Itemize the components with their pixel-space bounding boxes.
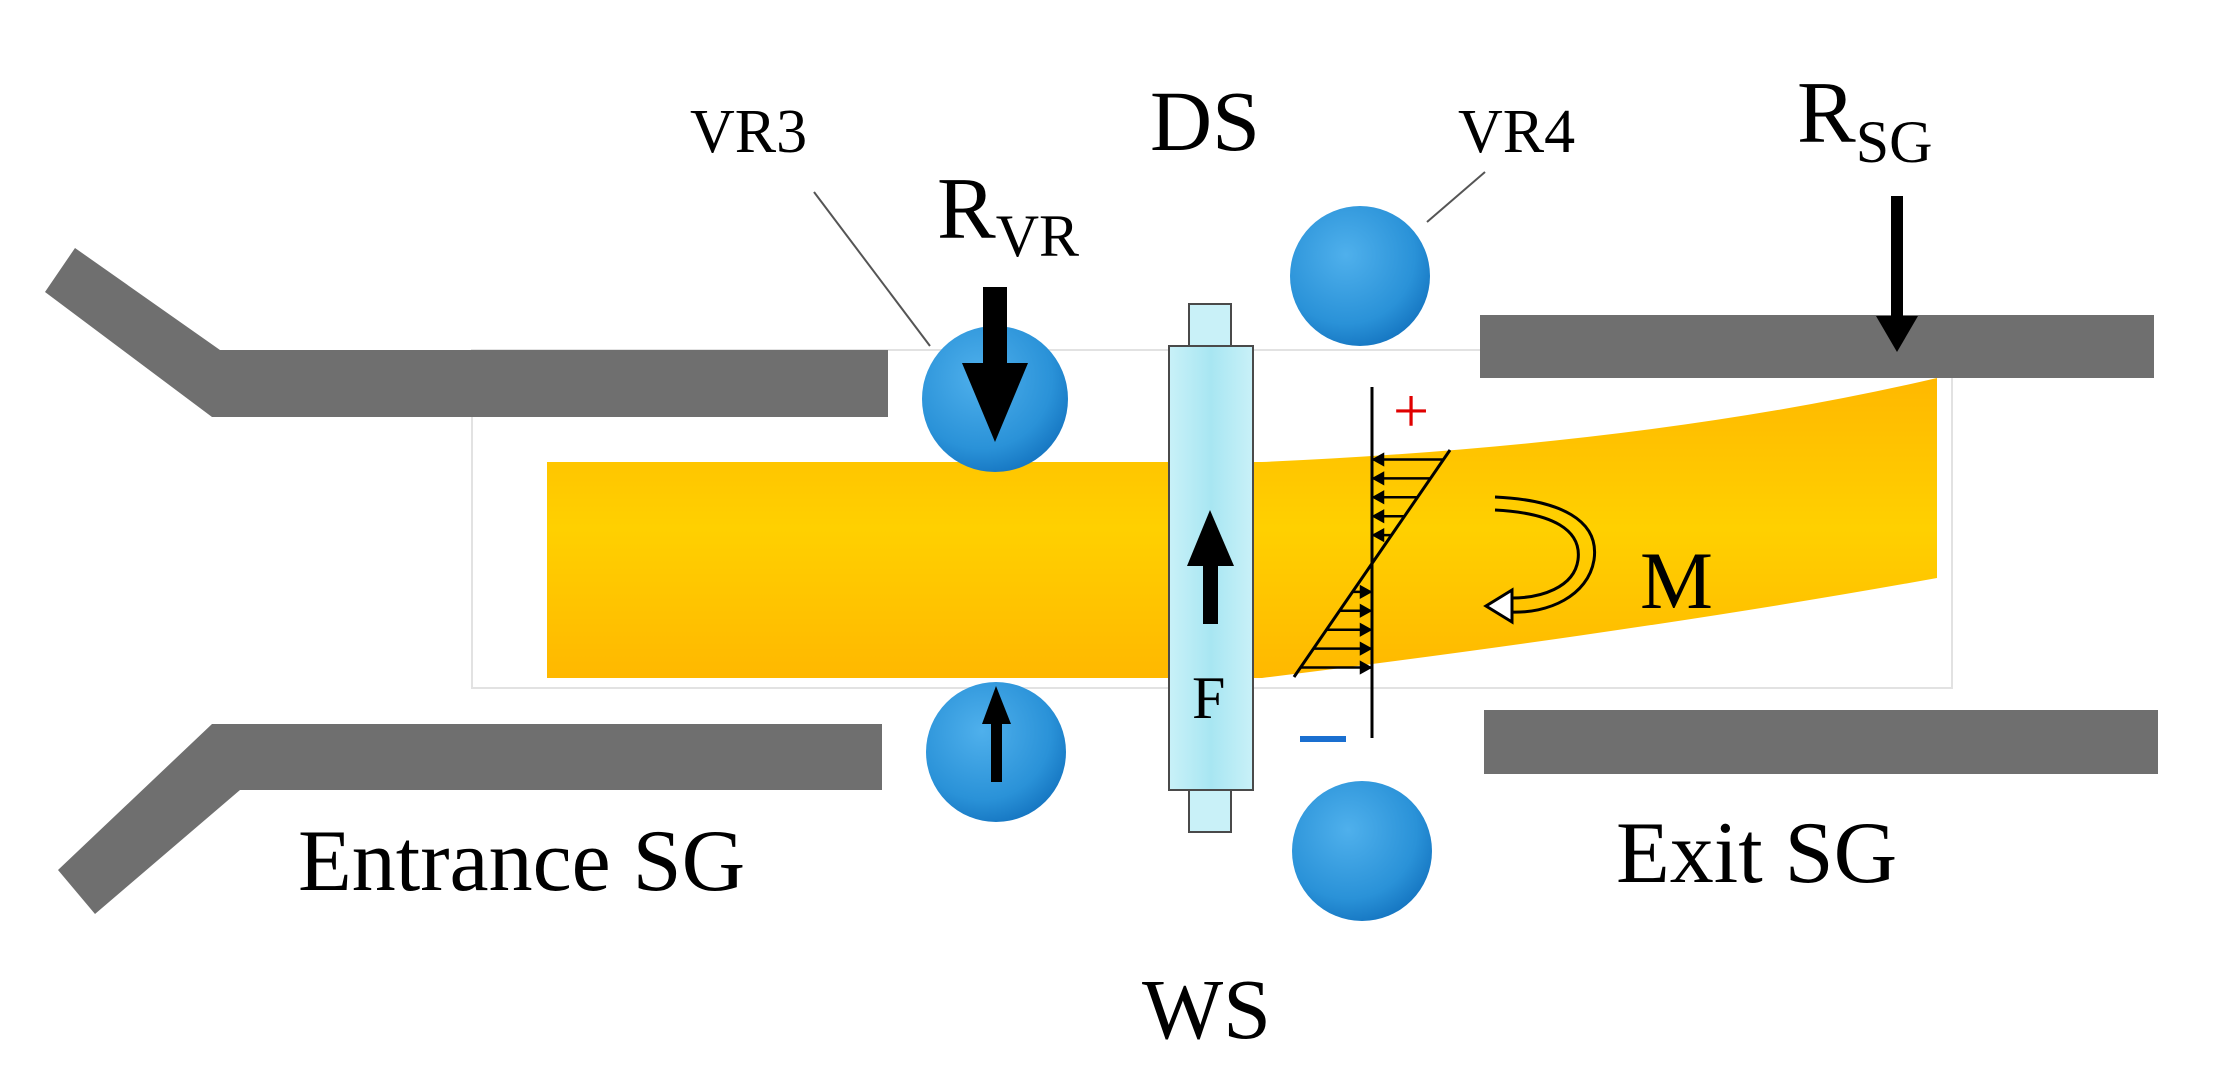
stress-arrowhead [1359, 584, 1373, 599]
exit-side-guide-top [1480, 315, 2154, 378]
plus-sign: + [1393, 375, 1429, 446]
r-sg-label: RSG [1797, 65, 1932, 175]
vr4-roller-bottom [1292, 781, 1432, 921]
entrance-side-guide-bottom [58, 724, 882, 914]
moment-label: M [1640, 535, 1713, 626]
ws-label: WS [1142, 961, 1271, 1057]
stress-arrowhead [1359, 622, 1373, 637]
entrance-side-guide-top [45, 248, 888, 417]
exit-side-guide-bottom [1484, 710, 2158, 774]
entrance-sg-label: Entrance SG [298, 813, 745, 910]
minus-sign-bar [1300, 736, 1346, 742]
exit-sg-label: Exit SG [1616, 805, 1897, 902]
edger-journal-top [1188, 303, 1232, 349]
stress-arrowhead [1371, 471, 1385, 486]
r-sg-arrow-icon [1876, 196, 1918, 352]
vr4-roller-top [1290, 206, 1430, 346]
vr3-bottom-arrow-icon [982, 686, 1011, 782]
stress-arrowhead [1371, 452, 1385, 467]
stress-arrowhead [1371, 490, 1385, 505]
edger-journal-bottom [1188, 789, 1232, 833]
stress-arrowhead [1371, 509, 1385, 524]
stress-arrowhead [1359, 660, 1373, 675]
vr4-leader-line [1426, 171, 1486, 223]
ds-label: DS [1150, 73, 1260, 169]
stress-arrowhead [1359, 641, 1373, 656]
stress-distribution [1292, 387, 1452, 738]
force-arrow-icon [1187, 510, 1234, 624]
stress-arrowhead [1359, 603, 1373, 618]
vr3-leader-line [813, 191, 931, 347]
force-label: F [1192, 665, 1225, 731]
r-vr-arrow-icon [962, 287, 1028, 442]
r-vr-label: RVR [937, 161, 1079, 269]
stress-arrowhead [1371, 528, 1385, 543]
vr3-label: VR3 [690, 98, 807, 166]
moment-icon [1483, 495, 1597, 625]
vr4-label: VR4 [1458, 98, 1575, 166]
